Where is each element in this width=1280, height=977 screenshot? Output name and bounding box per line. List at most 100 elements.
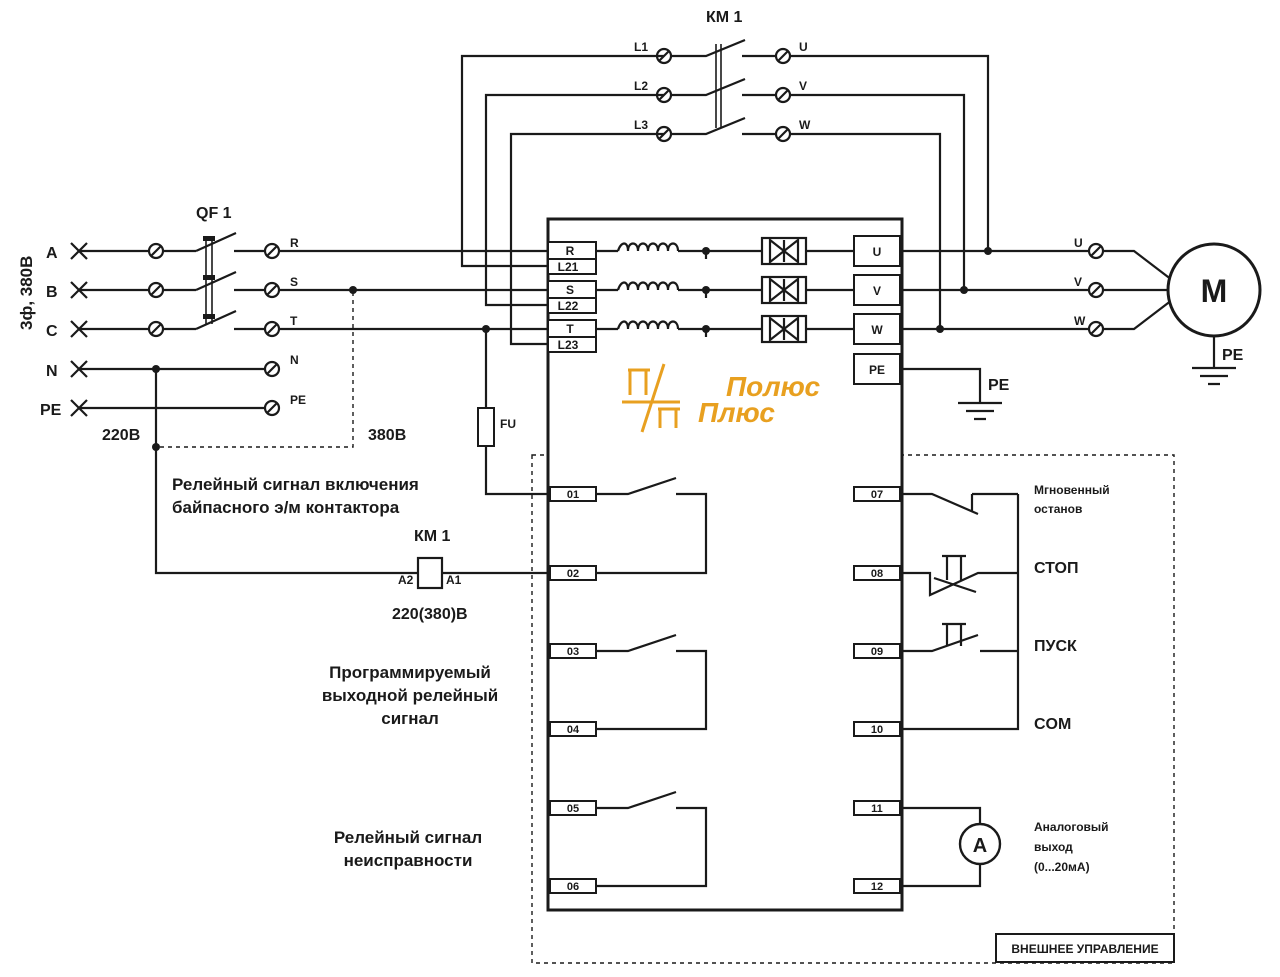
coil-a2: A2 xyxy=(398,573,414,587)
bypass-out-w: W xyxy=(799,118,811,132)
ammeter-symbol: A xyxy=(973,835,987,857)
output-pe: PE xyxy=(869,363,885,377)
motor-terminal-icons xyxy=(1087,242,1105,338)
terminal-12: 12 xyxy=(871,881,883,893)
phase-b-label: B xyxy=(46,284,58,301)
breaker-out-n: N xyxy=(290,353,299,367)
v380-label: 380В xyxy=(368,427,406,444)
junction-dot xyxy=(349,286,357,294)
fuse-icon xyxy=(477,407,495,447)
output-w: W xyxy=(871,323,883,337)
phase-c-label: C xyxy=(46,323,58,340)
control-terminals-left xyxy=(549,486,597,894)
supply-terminal-icons xyxy=(147,242,281,417)
output-u: U xyxy=(873,245,882,259)
motor-phase-w: W xyxy=(1074,314,1086,328)
power-stage xyxy=(596,242,854,337)
junction-dot xyxy=(152,443,160,451)
thyristor-icons xyxy=(760,236,808,344)
bypass-in-l1: L1 xyxy=(634,40,648,54)
soft-starter-box xyxy=(546,217,904,912)
breaker-contacts xyxy=(195,231,237,331)
terminal-05: 05 xyxy=(567,803,579,815)
phase-pe-label: PE xyxy=(40,402,62,419)
bypass-linkage xyxy=(715,44,722,128)
supply-wires xyxy=(80,249,548,410)
coil-icon xyxy=(416,556,444,590)
output-v: V xyxy=(873,284,881,298)
motor-pe-label: PE xyxy=(1222,347,1244,364)
external-control-label: ВНЕШНЕЕ УПРАВЛЕНИЕ xyxy=(1011,942,1158,956)
supply-label-group: 3ф, 380В xyxy=(17,256,36,330)
terminal-03: 03 xyxy=(567,646,579,658)
breaker-linkage xyxy=(205,238,213,324)
breaker-out-s: S xyxy=(290,275,298,289)
bypass-out-v: V xyxy=(799,79,807,93)
terminal-11: 11 xyxy=(871,803,883,815)
terminal-01: 01 xyxy=(567,489,579,501)
stop-label: СТОП xyxy=(1034,560,1078,577)
fuse-label: FU xyxy=(500,417,516,431)
analog-label-line2: выход xyxy=(1034,840,1073,854)
terminal-04: 04 xyxy=(567,724,580,736)
estop-label-line1: Мгновенный xyxy=(1034,483,1110,497)
coil-voltage: 220(380)В xyxy=(392,606,468,623)
breaker-latch-icons xyxy=(203,236,215,319)
fault-signal-line1: Релейный сигнал xyxy=(334,828,482,847)
external-control-tag xyxy=(995,933,1175,963)
prog-signal-line3: сигнал xyxy=(381,709,439,728)
bypass-return-wires xyxy=(460,251,548,346)
analog-label-line3: (0...20мА) xyxy=(1034,860,1090,874)
estop-label-line2: останов xyxy=(1034,502,1082,516)
terminal-02: 02 xyxy=(567,568,579,580)
terminal-08: 08 xyxy=(871,568,883,580)
fault-signal-line2: неисправности xyxy=(344,851,473,870)
analog-label-line1: Аналоговый xyxy=(1034,820,1109,834)
com-label: COM xyxy=(1034,716,1071,733)
motor-phase-v: V xyxy=(1074,275,1082,289)
bypass-signal-line2: байпасного э/м контактора xyxy=(172,498,400,517)
logo-mark-icon xyxy=(622,363,680,433)
start-label: ПУСК xyxy=(1034,638,1077,655)
motor-symbol: M xyxy=(1201,273,1228,309)
relay-contacts xyxy=(596,476,708,888)
phase-n-label: N xyxy=(46,363,58,380)
bypass-terminal-icons xyxy=(655,47,792,143)
supply-voltage-label: 3ф, 380В xyxy=(17,256,36,330)
bypass-wires xyxy=(460,38,990,329)
brand-logo: Полюс Плюс xyxy=(622,363,821,433)
prog-signal-line2: выходной релейный xyxy=(322,686,498,705)
motor-ground-icon xyxy=(1192,336,1236,386)
bypass-contactor-label: КМ 1 xyxy=(706,9,743,26)
input-l22: L22 xyxy=(558,299,579,313)
supply-cross-icons xyxy=(70,242,88,417)
input-t: T xyxy=(566,322,574,336)
breaker-out-t: T xyxy=(290,314,298,328)
bypass-out-u: U xyxy=(799,40,808,54)
ground-icon xyxy=(958,401,1002,421)
brand-name-line2: Плюс xyxy=(698,397,775,428)
terminal-09: 09 xyxy=(871,646,883,658)
input-l23: L23 xyxy=(558,338,579,352)
v220-label: 220В xyxy=(102,427,140,444)
phase-a-label: A xyxy=(46,245,58,262)
brand-name-line1: Полюс xyxy=(726,371,821,402)
terminal-06: 06 xyxy=(567,881,579,893)
voltage-jumper-dashed xyxy=(160,290,354,448)
ammeter-icon xyxy=(958,822,1002,866)
motor-phase-u: U xyxy=(1074,236,1083,250)
input-r: R xyxy=(566,244,575,258)
terminal-07: 07 xyxy=(871,489,883,501)
breaker-out-r: R xyxy=(290,236,299,250)
starter-ground-label: PE xyxy=(988,377,1010,394)
coil-label: КМ 1 xyxy=(414,528,451,545)
external-switch-wiring xyxy=(900,492,1020,888)
coil-a1: A1 xyxy=(446,573,462,587)
bypass-in-l2: L2 xyxy=(634,79,648,93)
bypass-signal-line1: Релейный сигнал включения xyxy=(172,475,419,494)
motor-wires xyxy=(900,249,1173,403)
breaker-out-pe: PE xyxy=(290,393,306,407)
prog-signal-line1: Программируемый xyxy=(329,663,491,682)
